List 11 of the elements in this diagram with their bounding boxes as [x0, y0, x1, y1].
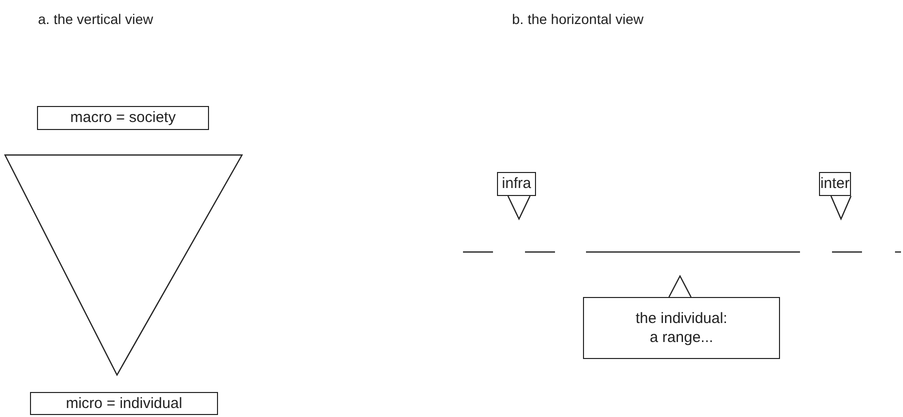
box-text: micro = individual	[66, 394, 182, 414]
label-box	[37, 106, 209, 130]
label-box	[30, 392, 218, 415]
panel-heading: a. the vertical view	[38, 11, 154, 27]
box-text: macro = society	[70, 108, 176, 128]
label-box	[583, 297, 780, 359]
box-text: the individual: a range...	[634, 308, 728, 348]
box-text: inter	[820, 174, 850, 194]
panel-heading: b. the horizontal view	[512, 11, 644, 27]
box-text: infra	[502, 174, 532, 194]
label-box	[497, 172, 536, 196]
